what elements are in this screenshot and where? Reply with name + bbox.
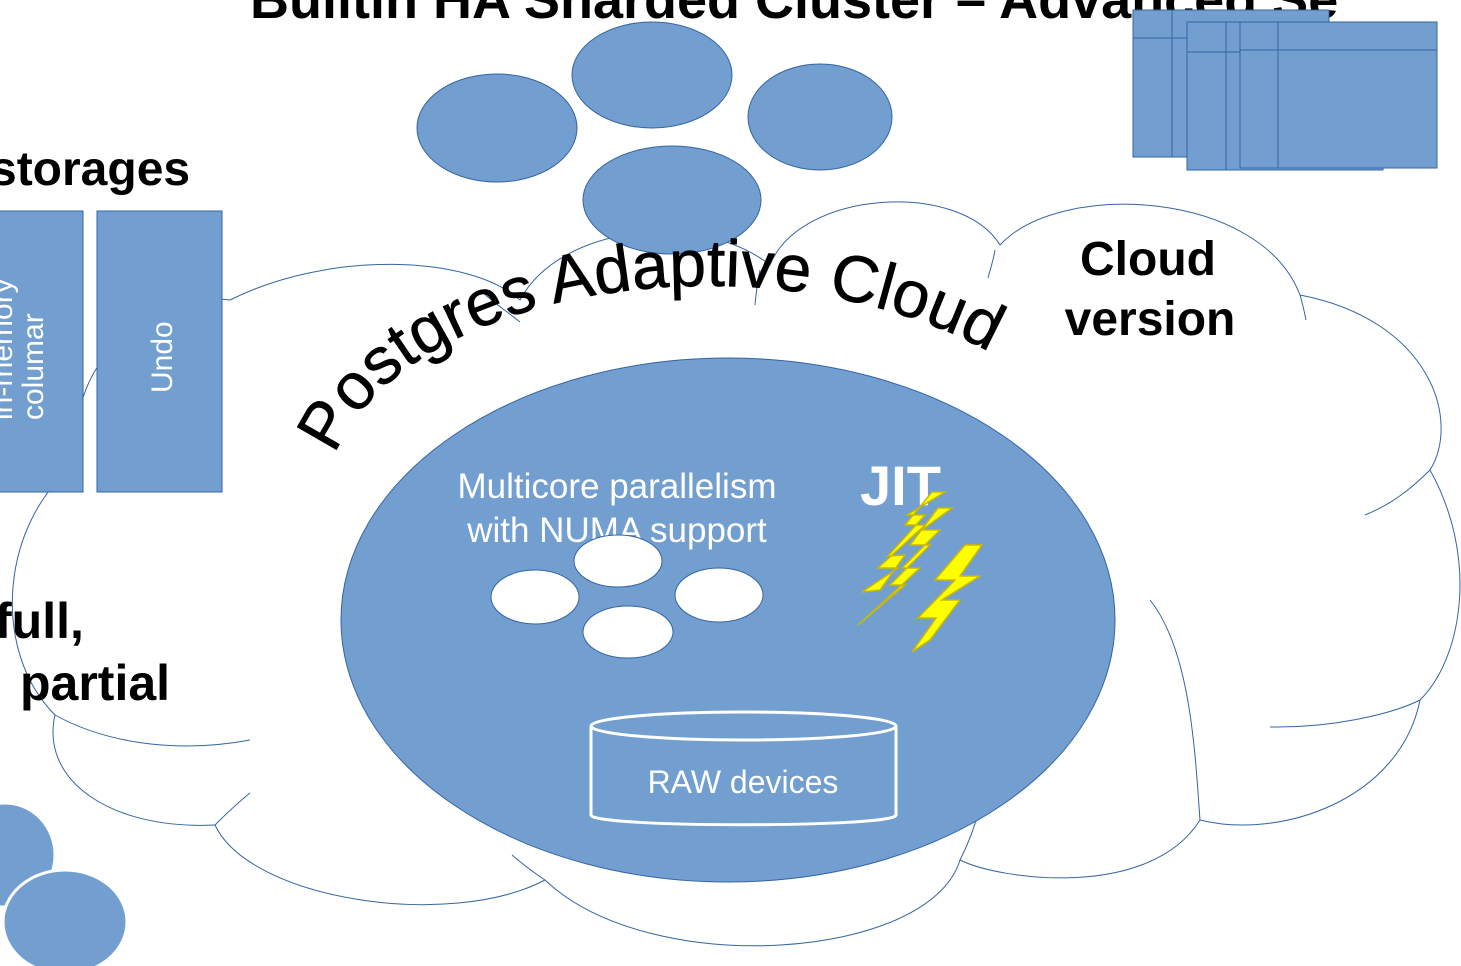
raw-devices-label: RAW devices bbox=[648, 764, 839, 800]
raw-devices-cylinder: RAW devices bbox=[589, 710, 898, 827]
cloud-version-line1: Cloud bbox=[1080, 233, 1216, 286]
bottom-left-nodes bbox=[0, 801, 129, 966]
cloud-version-line2: version bbox=[1065, 293, 1236, 346]
stacked-panels bbox=[1132, 9, 1438, 171]
jit-label: JIT bbox=[860, 454, 941, 517]
numa-node bbox=[490, 569, 580, 625]
lightning-bolt bbox=[857, 507, 955, 626]
backup-partial-label: partial bbox=[20, 655, 170, 711]
columnar-label-cut: in-memory bbox=[0, 278, 19, 420]
columnar-storage-box bbox=[0, 210, 84, 493]
cluster-node bbox=[582, 145, 762, 255]
bottom-node bbox=[1, 868, 129, 966]
parallelism-line1: Multicore parallelism bbox=[458, 467, 777, 506]
lightning-icon bbox=[857, 491, 984, 653]
storages-heading: storages bbox=[0, 143, 190, 196]
cluster-nodes bbox=[416, 21, 893, 255]
numa-node bbox=[674, 567, 764, 623]
cluster-node bbox=[747, 63, 893, 171]
undo-storage-box bbox=[96, 210, 223, 493]
cluster-node bbox=[416, 73, 578, 183]
storage-columns: in-memory columаr Undo bbox=[0, 210, 223, 493]
numa-nodes bbox=[490, 534, 764, 659]
lightning-bolt bbox=[911, 544, 984, 653]
undo-label: Undo bbox=[146, 321, 179, 393]
backup-full-label: full, bbox=[0, 593, 84, 649]
columnar-label: columаr bbox=[17, 313, 50, 420]
cluster-node bbox=[571, 21, 733, 129]
numa-node bbox=[582, 605, 674, 659]
numa-node bbox=[573, 534, 663, 588]
